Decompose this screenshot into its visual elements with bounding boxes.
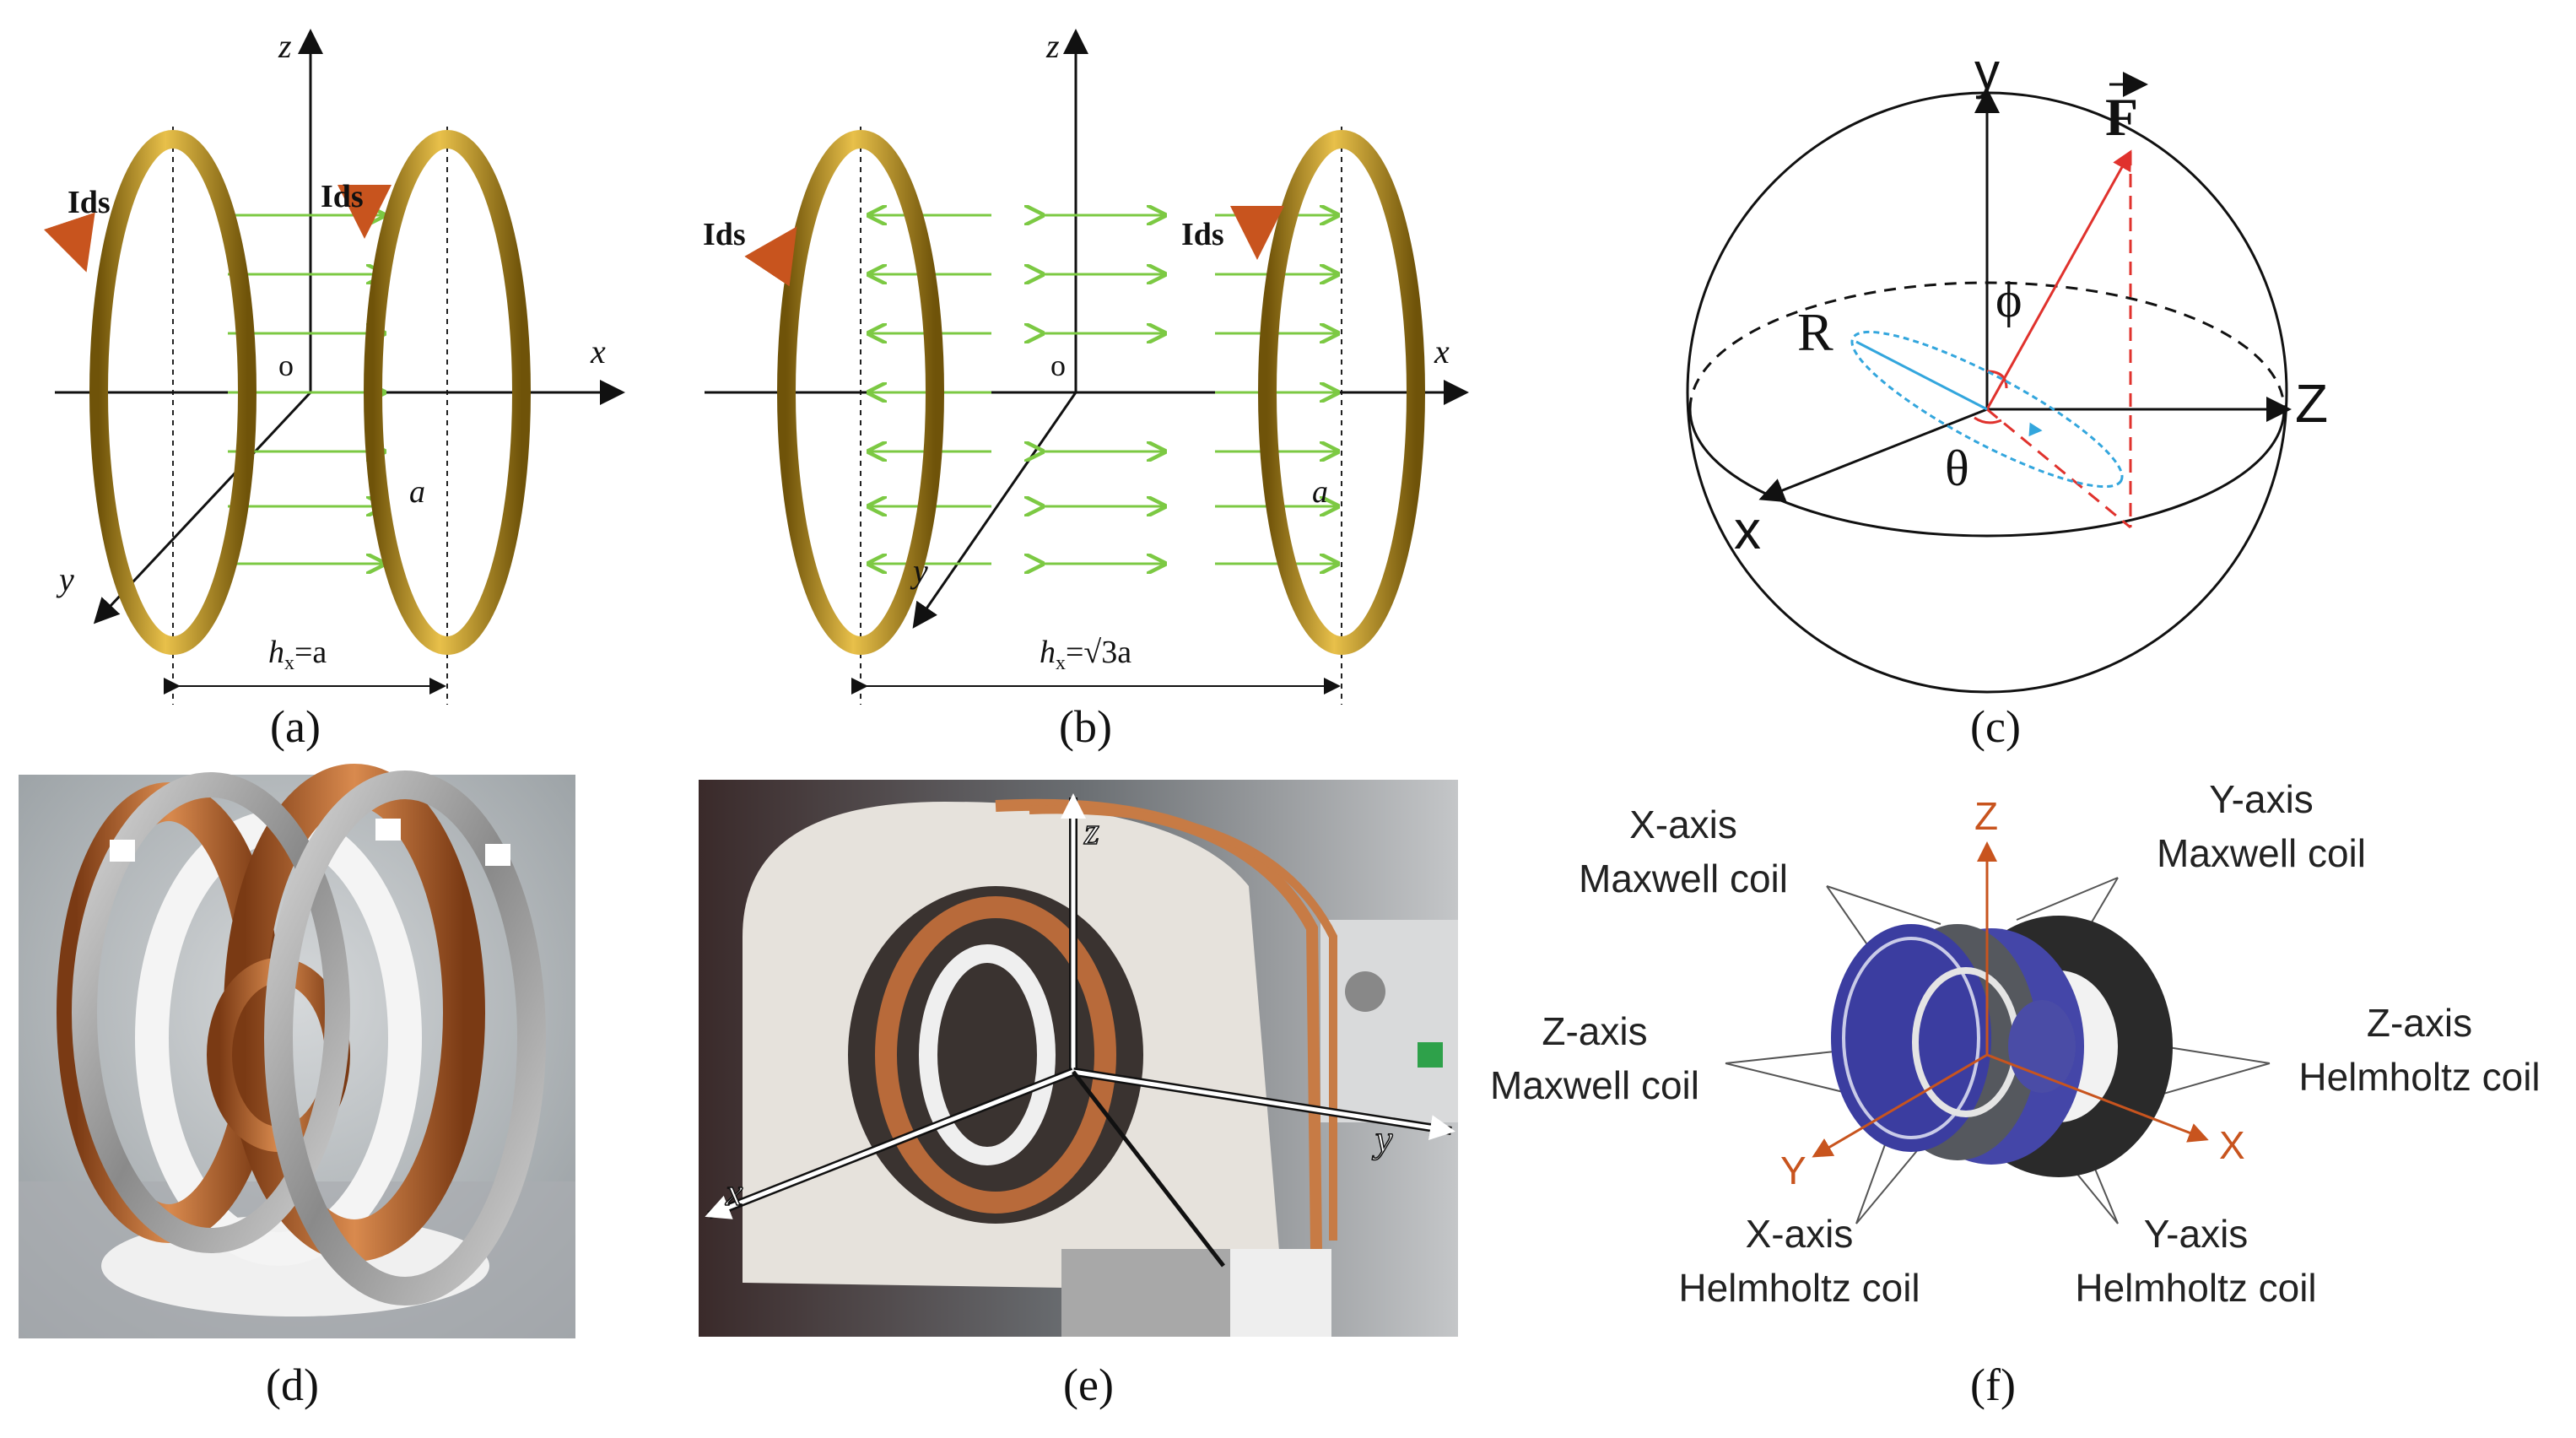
current-label-right: Ids bbox=[321, 179, 364, 214]
label-x-maxwell: X-axis Maxwell coil bbox=[1579, 803, 1788, 900]
caption-b: (b) bbox=[1059, 701, 1112, 752]
theta-label: θ bbox=[1945, 441, 1969, 496]
outer-copper-winding bbox=[1029, 805, 1337, 1241]
instrument-led bbox=[1418, 1042, 1443, 1068]
metal-ring-left bbox=[72, 772, 350, 1253]
metal-ring-right bbox=[264, 770, 546, 1306]
theta-arc bbox=[1974, 416, 2002, 424]
panel-d-photo bbox=[19, 764, 575, 1338]
caption-d: (d) bbox=[266, 1360, 319, 1410]
panel-c: y Z x F R ϕ θ bbox=[1686, 43, 2328, 694]
x-label: x bbox=[1734, 500, 1761, 560]
z-label: z bbox=[278, 27, 292, 65]
z-label: z bbox=[1045, 27, 1060, 65]
y-axis bbox=[912, 392, 1077, 629]
panel-f bbox=[1725, 841, 2271, 1224]
x-axis-label: X bbox=[2219, 1123, 2245, 1167]
equator-front bbox=[1688, 408, 2286, 538]
instrument-knob bbox=[1345, 971, 1385, 1012]
x-label: x bbox=[590, 332, 606, 370]
y-label: y bbox=[56, 560, 74, 598]
radius-line bbox=[1855, 340, 1988, 411]
x-axis bbox=[1758, 408, 1988, 503]
radius-label: a bbox=[409, 474, 425, 510]
caption-e: (e) bbox=[1063, 1360, 1114, 1410]
y-axis bbox=[1812, 1053, 1988, 1158]
coil-right bbox=[1258, 130, 1425, 655]
label-z-maxwell: Z-axis Maxwell coil bbox=[1490, 1009, 1699, 1107]
origin-label: o bbox=[1050, 349, 1066, 382]
redaction-box bbox=[1061, 1249, 1230, 1337]
force-vector bbox=[1985, 149, 2132, 410]
clip bbox=[375, 819, 401, 841]
current-arrow-right bbox=[338, 184, 392, 239]
z-label: Z bbox=[2295, 373, 2328, 434]
z-label: z bbox=[1083, 809, 1099, 852]
label-y-maxwell: Y-axis Maxwell coil bbox=[2157, 777, 2366, 875]
label-z-helmholtz: Z-axis Helmholtz coil bbox=[2298, 1001, 2541, 1099]
panel-e-photo: z x y bbox=[699, 780, 1458, 1337]
current-arrow-left bbox=[43, 212, 95, 273]
copper-coil-right bbox=[224, 764, 485, 1262]
spacing-label: hx=a bbox=[268, 635, 327, 674]
current-label-right: Ids bbox=[1181, 217, 1224, 252]
y-label: y bbox=[1974, 43, 2000, 100]
front-maxwell-coil bbox=[1831, 924, 1991, 1152]
instrument-box bbox=[1320, 920, 1458, 1122]
caption-a: (a) bbox=[270, 701, 321, 752]
radius-label: a bbox=[1312, 474, 1328, 510]
current-arrow-right bbox=[1230, 205, 1285, 260]
x-axis bbox=[705, 1069, 1074, 1219]
inner-coil bbox=[2008, 1000, 2076, 1093]
clip bbox=[110, 840, 135, 862]
panel-a: z x y o Ids Ids a hx=a bbox=[43, 27, 625, 705]
origin-label: o bbox=[278, 349, 294, 382]
current-label-left: Ids bbox=[68, 185, 111, 220]
coil-left bbox=[777, 130, 944, 655]
coil-winding-highlight bbox=[1842, 937, 1980, 1139]
label-x-helmholtz: X-axis Helmholtz coil bbox=[1678, 1212, 1920, 1310]
x-label: x bbox=[725, 1170, 743, 1214]
z-axis-label: Z bbox=[1974, 794, 1999, 838]
light-patch bbox=[1230, 1249, 1331, 1337]
orbit bbox=[1850, 330, 2124, 489]
y-label: y bbox=[1372, 1117, 1393, 1160]
y-axis bbox=[1072, 1069, 1455, 1140]
clip bbox=[485, 844, 510, 866]
y-label: y bbox=[910, 552, 928, 590]
inner-white-frame bbox=[919, 944, 1056, 1165]
current-arrow-left bbox=[744, 226, 797, 287]
inner-copper-coil bbox=[875, 896, 1116, 1214]
coil-left bbox=[89, 130, 257, 655]
force-projection-ground bbox=[1986, 408, 2131, 529]
y-axis-label: Y bbox=[1780, 1149, 1806, 1192]
caption-c: (c) bbox=[1970, 701, 2021, 752]
spacing-label: hx=√3a bbox=[1040, 635, 1131, 674]
label-y-helmholtz: Y-axis Helmholtz coil bbox=[2075, 1212, 2317, 1310]
orbit-arrow bbox=[2028, 422, 2043, 437]
panel-b: z x y o Ids Ids a hx=√3a bbox=[703, 27, 1469, 705]
coil-right bbox=[364, 130, 531, 655]
caption-f: (f) bbox=[1970, 1360, 2016, 1410]
radius-label: R bbox=[1797, 302, 1833, 362]
fourth-axis-line bbox=[1072, 1070, 1225, 1268]
x-axis bbox=[1986, 1053, 2209, 1143]
x-label: x bbox=[1434, 332, 1450, 370]
current-label-left: Ids bbox=[703, 217, 746, 252]
force-label: F bbox=[2105, 87, 2138, 147]
phi-label: ϕ bbox=[1995, 272, 2022, 327]
